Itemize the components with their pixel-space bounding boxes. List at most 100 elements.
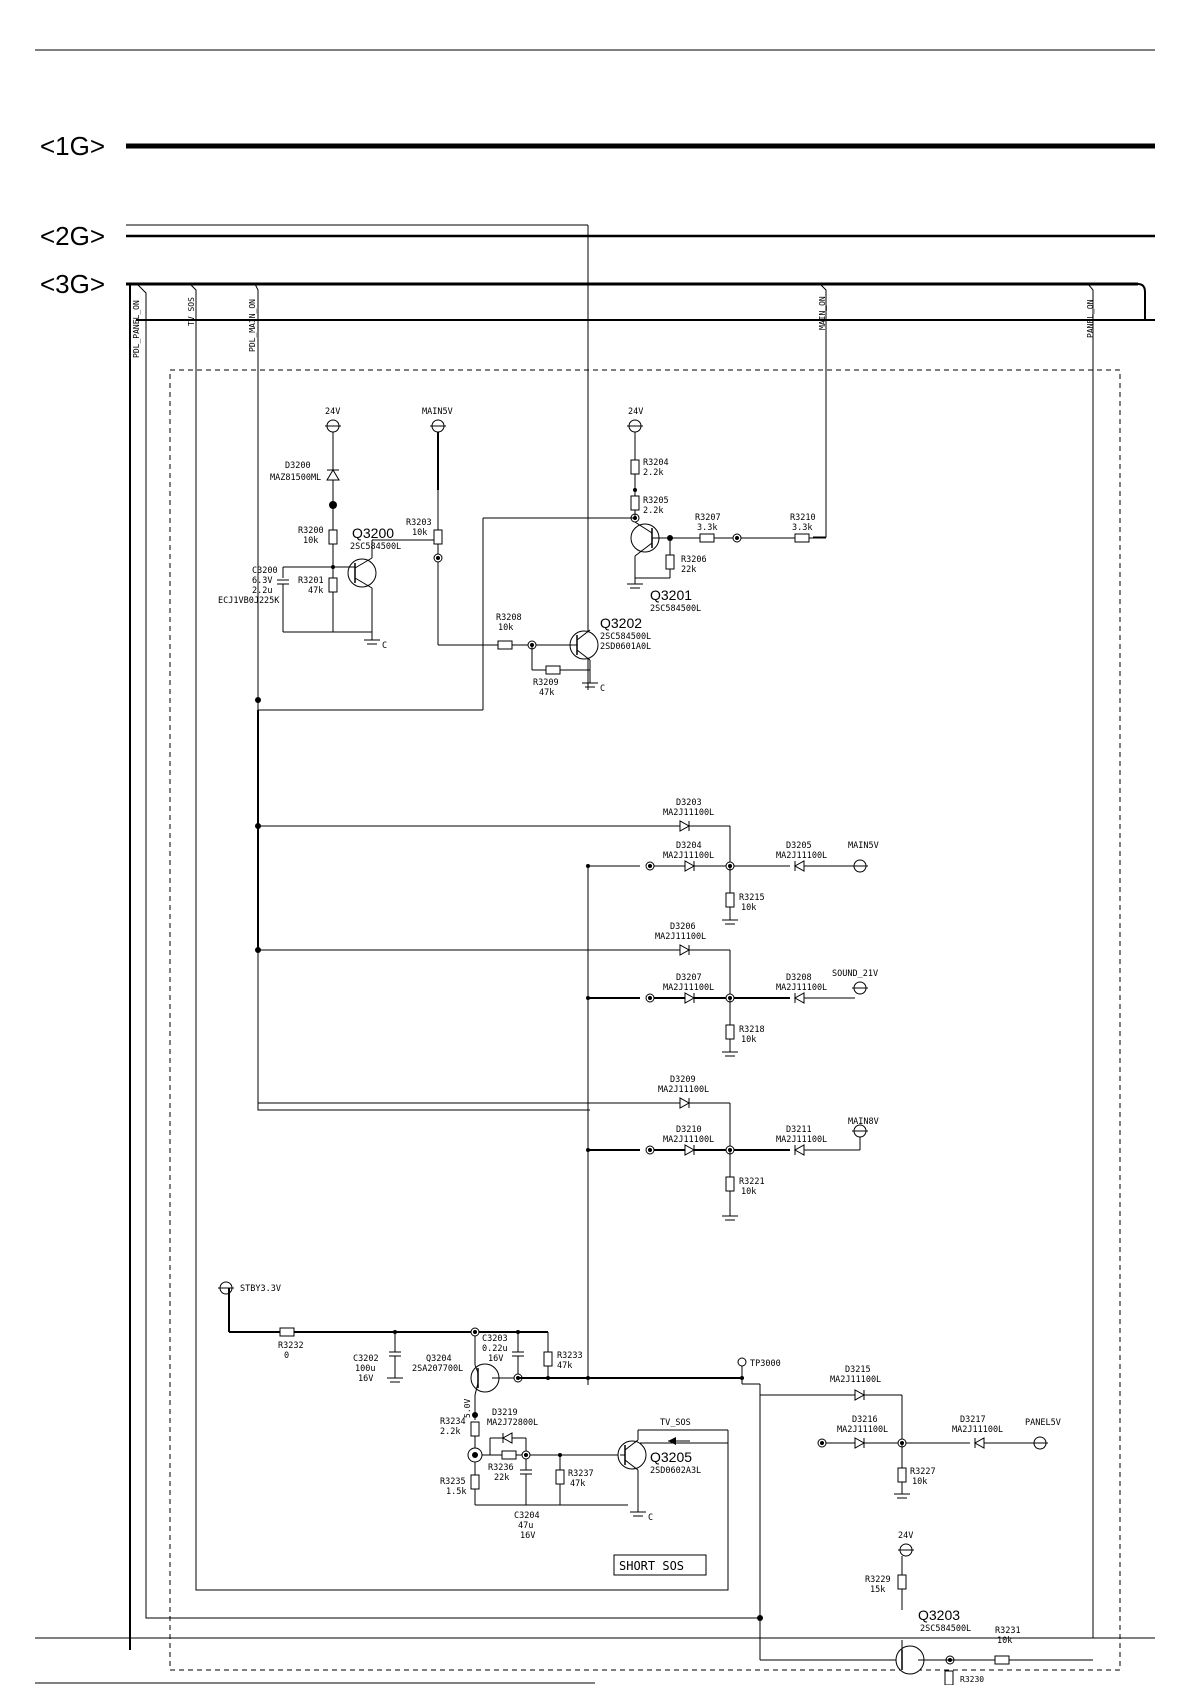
d3216-ref: D3216 [852,1415,878,1425]
r3232-val: 0 [284,1351,289,1361]
power-24v-a: 24V [325,407,340,417]
q3200-ref: Q3200 [352,525,394,541]
r3237-val: 47k [570,1479,585,1489]
q3204-ref: Q3204 [426,1354,452,1364]
gnd-label-3: C [648,1513,653,1523]
bus-3g: <3G> [40,269,1155,1650]
diode-block-main5v: D3203 MA2J11100L D3204 MA2J11100L D3205 … [258,798,879,1385]
d3204-part: MA2J11100L [663,851,714,861]
r3201-ref: R3201 [298,576,324,586]
r3230-ref: R3230 [960,1675,984,1684]
r3210-val: 3.3k [792,523,812,533]
d3217-part: MA2J11100L [952,1425,1003,1435]
gnd-label-2: C [600,684,605,694]
d3206-part: MA2J11100L [655,932,706,942]
r3229-val: 15k [870,1585,885,1595]
r3221-val: 10k [741,1187,756,1197]
r3218-val: 10k [741,1035,756,1045]
r3236-val: 22k [494,1473,509,1483]
net-panel-on: PANEL_ON [1086,299,1095,338]
power-main8v: MAIN8V [848,1117,879,1127]
c3202-v: 16V [358,1374,373,1384]
c3203-ref: C3203 [482,1334,508,1344]
bus-1g-label: <1G> [40,131,105,161]
q3202-part: 2SC584500L [600,632,651,642]
q3202-ref: Q3202 [600,615,642,631]
r3203-ref: R3203 [406,518,432,528]
d3217-ref: D3217 [960,1415,986,1425]
r3209-ref: R3209 [533,678,559,688]
d3205-part: MA2J11100L [776,851,827,861]
r3208-ref: R3208 [496,613,522,623]
power-stby: STBY3.3V [240,1284,281,1294]
power-main5v-top: MAIN5V [422,407,453,417]
d3203-part: MA2J11100L [663,808,714,818]
c3200-ref: C3200 [252,566,278,576]
bus-1g: <1G> [40,131,1155,161]
c3204-v: 16V [520,1531,535,1541]
q3202-part2: 2SD0601A0L [600,642,651,652]
r3218-ref: R3218 [739,1025,765,1035]
d3210-ref: D3210 [676,1125,702,1135]
power-main5v-right: MAIN5V [848,841,879,851]
r3207-ref: R3207 [695,513,721,523]
net-main-on: MAIN_ON [818,296,827,330]
d3209-part: MA2J11100L [658,1085,709,1095]
bus-2g: <2G> [40,221,1155,251]
power-24v-c: 24V [898,1531,913,1541]
d3215-part: MA2J11100L [830,1375,881,1385]
q3205-ref: Q3205 [650,1449,692,1465]
q3203-part: 2SC584500L [920,1624,971,1634]
stby-sos-stage: STBY3.3V R3232 0 C3202 100u 16V Q3204 2S… [218,1150,781,1618]
r3229-ref: R3229 [865,1575,891,1585]
r3234-val: 2.2k [440,1427,460,1437]
net-tv-sos: TV_SOS [187,297,196,326]
panel5v-stage: D3215 MA2J11100L D3216 MA2J11100L D3217 … [757,1365,1093,1685]
c3204-ref: C3204 [514,1511,540,1521]
r3207-val: 3.3k [697,523,717,533]
r3205-ref: R3205 [643,496,669,506]
c3203-v: 16V [488,1354,503,1364]
d3208-part: MA2J11100L [776,983,827,993]
c3200-part: ECJ1VB0J225K [218,596,280,606]
power-24v-b: 24V [628,407,643,417]
c3202-val: 100u [355,1364,375,1374]
c3200-val: 2.2u [252,586,272,596]
bus-2g-label: <2G> [40,221,105,251]
d3206-ref: D3206 [670,922,696,932]
d3203-ref: D3203 [676,798,702,808]
d3208-ref: D3208 [786,973,812,983]
power-panel5v: PANEL5V [1025,1418,1061,1428]
tp3000: TP3000 [750,1359,781,1369]
q3205-part: 2SD0602A3L [650,1466,701,1476]
c3200-v: 6.3V [252,576,272,586]
r3209-val: 47k [539,688,554,698]
page-frame [35,49,1155,1684]
d3219-ref: D3219 [492,1408,518,1418]
q3204-part: 2SA207700L [412,1364,463,1374]
power-sound21v: SOUND_21V [832,969,878,979]
main5v-r3203: MAIN5V R3203 10k [406,407,498,646]
d3210-part: MA2J11100L [663,1135,714,1145]
c3204-val: 47u [518,1521,533,1531]
r3233-val: 47k [557,1361,572,1371]
r3237-ref: R3237 [568,1469,594,1479]
d3204-ref: D3204 [676,841,702,851]
main-on-trunk [255,697,261,953]
net-pdl-main-on: PDL_MAIN_ON [248,299,257,352]
diode-block-main8v: D3209 MA2J11100L D3210 MA2J11100L D3211 … [257,950,879,1221]
d3211-part: MA2J11100L [776,1135,827,1145]
r3206-val: 22k [681,565,696,575]
voltage-5v: 5.0V [463,1399,472,1418]
q3201-ref: Q3201 [650,587,692,603]
diode-block-sound21v: D3206 MA2J11100L D3207 MA2J11100L D3208 … [258,922,878,1057]
d3216-part: MA2J11100L [837,1425,888,1435]
d3211-ref: D3211 [786,1125,812,1135]
r3215-ref: R3215 [739,893,765,903]
r3235-ref: R3235 [440,1477,466,1487]
board-boundary [169,369,1121,1671]
r3234-ref: R3234 [440,1417,466,1427]
d3215-ref: D3215 [845,1365,871,1375]
d3200-ref: D3200 [285,461,311,471]
